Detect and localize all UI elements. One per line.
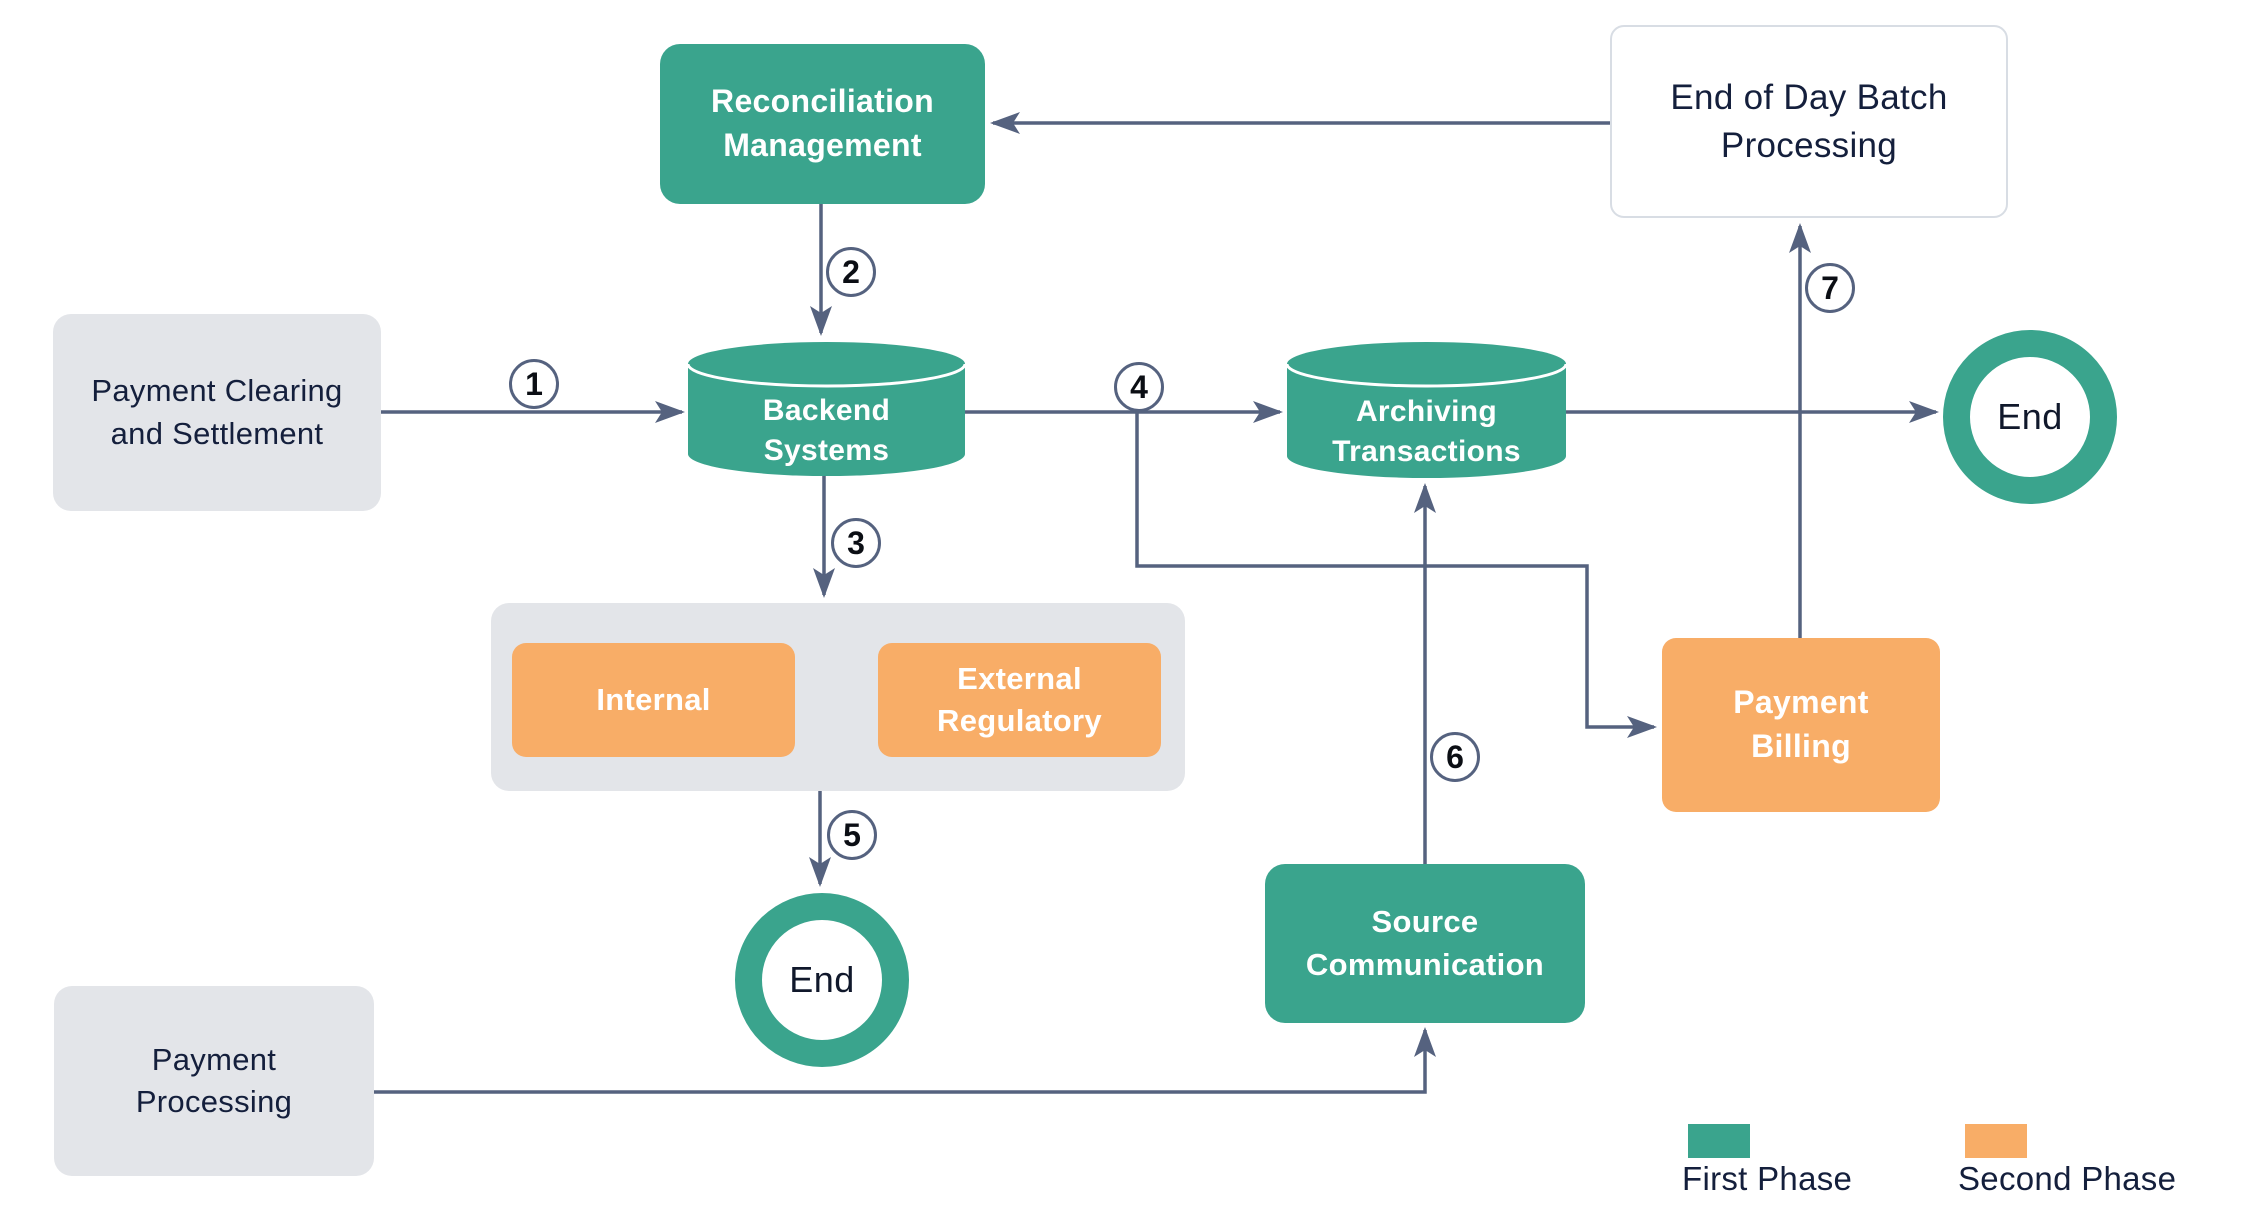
step-badge-3: 3 [831,518,881,568]
step-badge-7: 7 [1805,263,1855,313]
cylinder-shape [688,342,965,476]
edge-backend-to-payment-billing [1135,412,1657,738]
step-badge-2: 2 [826,247,876,297]
step-badge-6: 6 [1430,732,1480,782]
legend-swatch-second-phase [1965,1124,2027,1158]
legend-swatch-first-phase [1688,1124,1750,1158]
legend-label-first-phase: First Phase [1682,1160,1853,1197]
step-badge-1: 1 [509,359,559,409]
node-payment-processing: Payment Processing [54,986,374,1176]
node-backend-systems: Backend Systems [688,342,965,476]
legend-label-second-phase: Second Phase [1958,1160,2177,1197]
node-internal: Internal [512,643,795,757]
edge-processing-to-source-communication [374,1027,1436,1094]
node-source-communication: Source Communication [1265,864,1585,1023]
node-end-terminal-right: End [1943,330,2117,504]
node-payment-billing: Payment Billing [1662,638,1940,812]
step-badge-4: 4 [1114,362,1164,412]
node-end-of-day-batch-processing: End of Day Batch Processing [1610,25,2008,218]
cylinder-shape [1287,342,1566,478]
node-end-terminal-bottom: End [735,893,909,1067]
node-external-regulatory: External Regulatory [878,643,1161,757]
step-badge-5: 5 [827,810,877,860]
node-archiving-transactions: Archiving Transactions [1287,342,1566,478]
node-payment-clearing-settlement: Payment Clearing and Settlement [53,314,381,511]
node-reconciliation-management: Reconciliation Management [660,44,985,204]
